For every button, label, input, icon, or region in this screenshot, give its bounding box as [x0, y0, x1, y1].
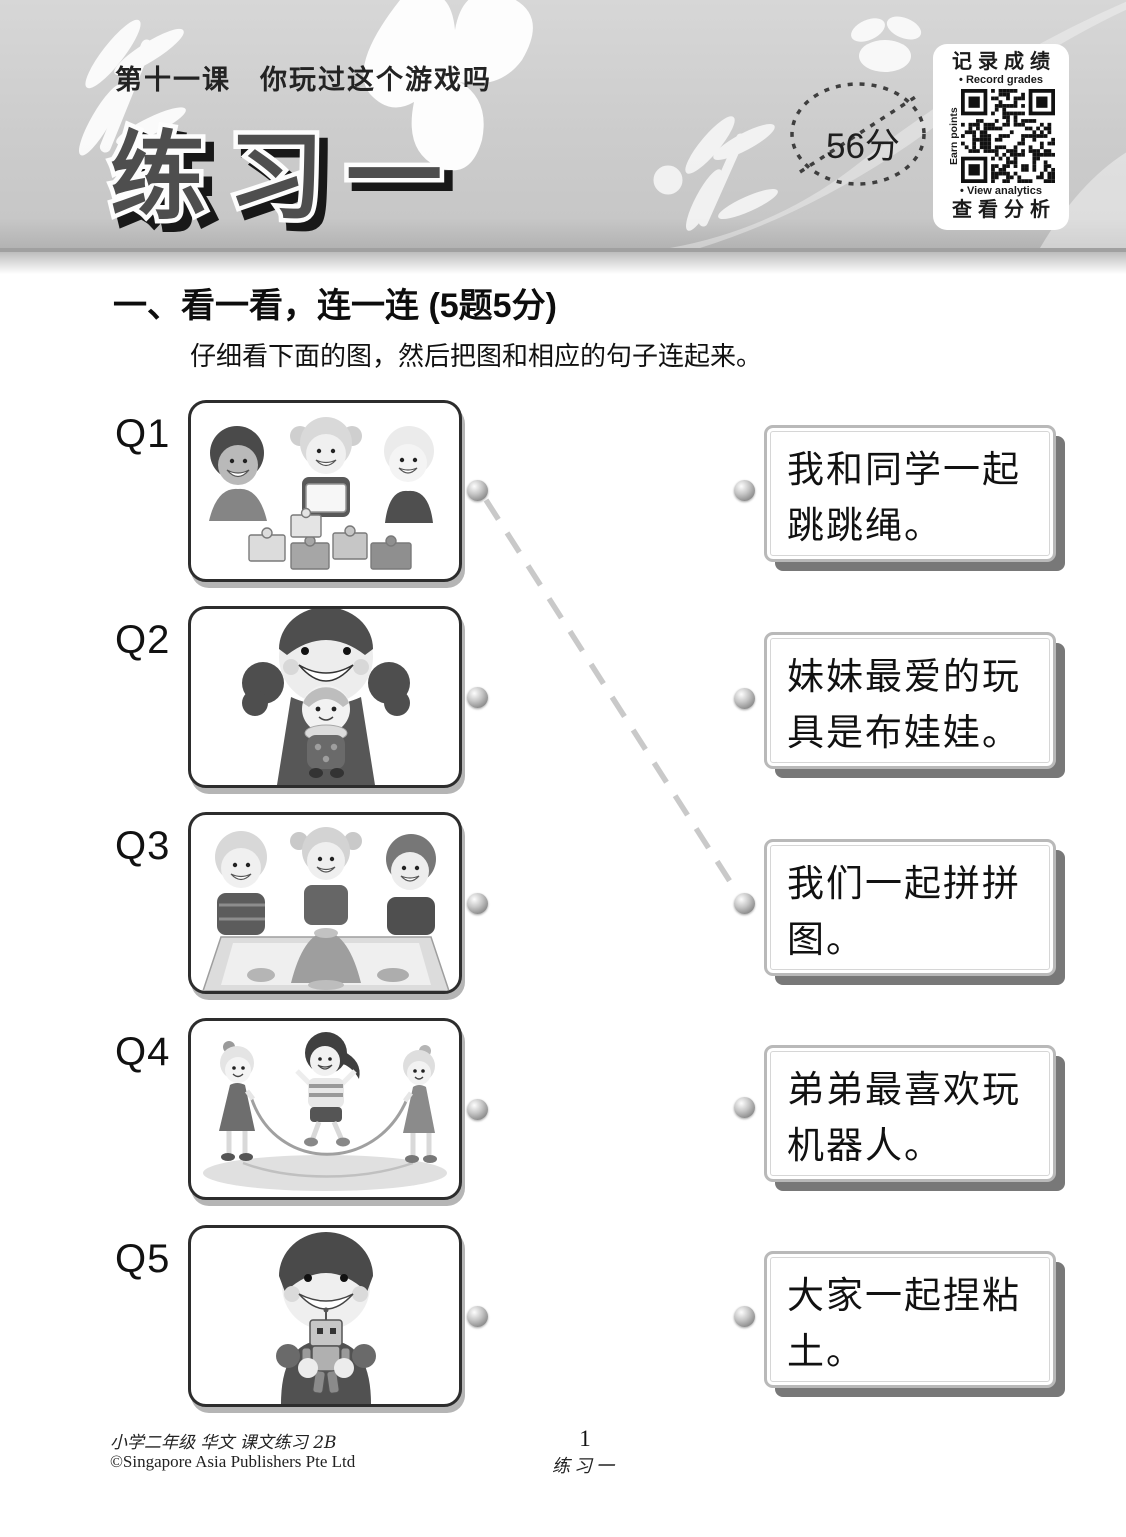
instruction-text: 仔细看下面的图，然后把图和相应的句子连起来。	[190, 342, 763, 372]
footer-page-label: 练习一	[552, 1456, 618, 1477]
lesson-title: 第十一课 你玩过这个游戏吗	[115, 65, 492, 95]
answer-box-3: 我们一起拼拼图。	[764, 839, 1056, 976]
q4-illustration-jump-rope	[203, 1032, 447, 1191]
q1-illustration-jigsaw-puzzle	[209, 417, 434, 570]
connector-dot-answer-4[interactable]	[734, 1097, 755, 1118]
qr-record-grades-en: • Record grades	[959, 74, 1043, 86]
page-title: 练习一 练习一	[106, 120, 472, 245]
page-title-shadow: 练习一	[118, 132, 472, 239]
connector-dot-q2[interactable]	[467, 687, 488, 708]
question-image-q2	[188, 606, 462, 788]
answer-text-5: 大家一起捏粘土。	[787, 1274, 1021, 1373]
answer-text-3: 我们一起拼拼图。	[787, 862, 1021, 961]
connector-dot-q5[interactable]	[467, 1306, 488, 1327]
qr-earn-points-label: Earn points	[947, 106, 960, 165]
question-label-q3: Q3	[115, 824, 171, 868]
connector-dot-q1[interactable]	[467, 480, 488, 501]
bullet-icon: •	[959, 74, 963, 86]
footer-book-title: 小学二年级 华文 课文练习 2B	[110, 1433, 337, 1453]
connector-dot-q3[interactable]	[467, 893, 488, 914]
answer-text-2: 妹妹最爱的玩具是布娃娃。	[787, 655, 1021, 754]
score-badge: 56分	[790, 82, 926, 186]
footer-copyright: ©Singapore Asia Publishers Pte Ltd	[110, 1452, 356, 1471]
connector-dot-q4[interactable]	[467, 1099, 488, 1120]
question-label-q2: Q2	[115, 618, 171, 662]
answer-box-4: 弟弟最喜欢玩机器人。	[764, 1045, 1056, 1182]
qr-panel: 记录成绩 • Record grades Earn points • View …	[933, 44, 1069, 230]
question-label-q4: Q4	[115, 1030, 171, 1074]
answer-box-2: 妹妹最爱的玩具是布娃娃。	[764, 632, 1056, 769]
bullet-icon: •	[960, 184, 964, 197]
qr-record-grades-cn: 记录成绩	[952, 51, 1056, 73]
question-image-q5	[188, 1225, 462, 1407]
q5-illustration-robot-toy	[276, 1232, 376, 1404]
q3-illustration-clay-modeling	[202, 827, 450, 991]
answer-text-1: 我和同学一起跳跳绳。	[787, 448, 1021, 547]
answer-text-4: 弟弟最喜欢玩机器人。	[787, 1068, 1021, 1167]
question-image-q4	[188, 1018, 462, 1200]
connector-dot-answer-1[interactable]	[734, 480, 755, 501]
question-label-q1: Q1	[115, 412, 171, 456]
answer-box-1: 我和同学一起跳跳绳。	[764, 425, 1056, 562]
connector-dot-answer-5[interactable]	[734, 1306, 755, 1327]
header-fade	[0, 252, 1126, 274]
section-title: 一、看一看，连一连 (5题5分)	[113, 287, 557, 325]
connector-dot-answer-3[interactable]	[734, 893, 755, 914]
score-value: 56分	[826, 127, 900, 166]
qr-view-analytics-cn: 查看分析	[952, 198, 1056, 221]
qr-view-analytics-en: • View analytics	[960, 184, 1042, 197]
qr-code	[960, 88, 1055, 183]
answer-box-5: 大家一起捏粘土。	[764, 1251, 1056, 1388]
q2-illustration-rag-doll	[242, 609, 410, 785]
page-title-text: 练习一	[110, 124, 464, 231]
footer-page-number: 1	[579, 1426, 591, 1451]
question-label-q5: Q5	[115, 1237, 171, 1281]
connector-dot-answer-2[interactable]	[734, 688, 755, 709]
question-image-q1	[188, 400, 462, 582]
page-header: 第十一课 你玩过这个游戏吗 练习一 练习一 56分 记录成绩 • Record …	[0, 0, 1126, 252]
question-image-q3	[188, 812, 462, 994]
